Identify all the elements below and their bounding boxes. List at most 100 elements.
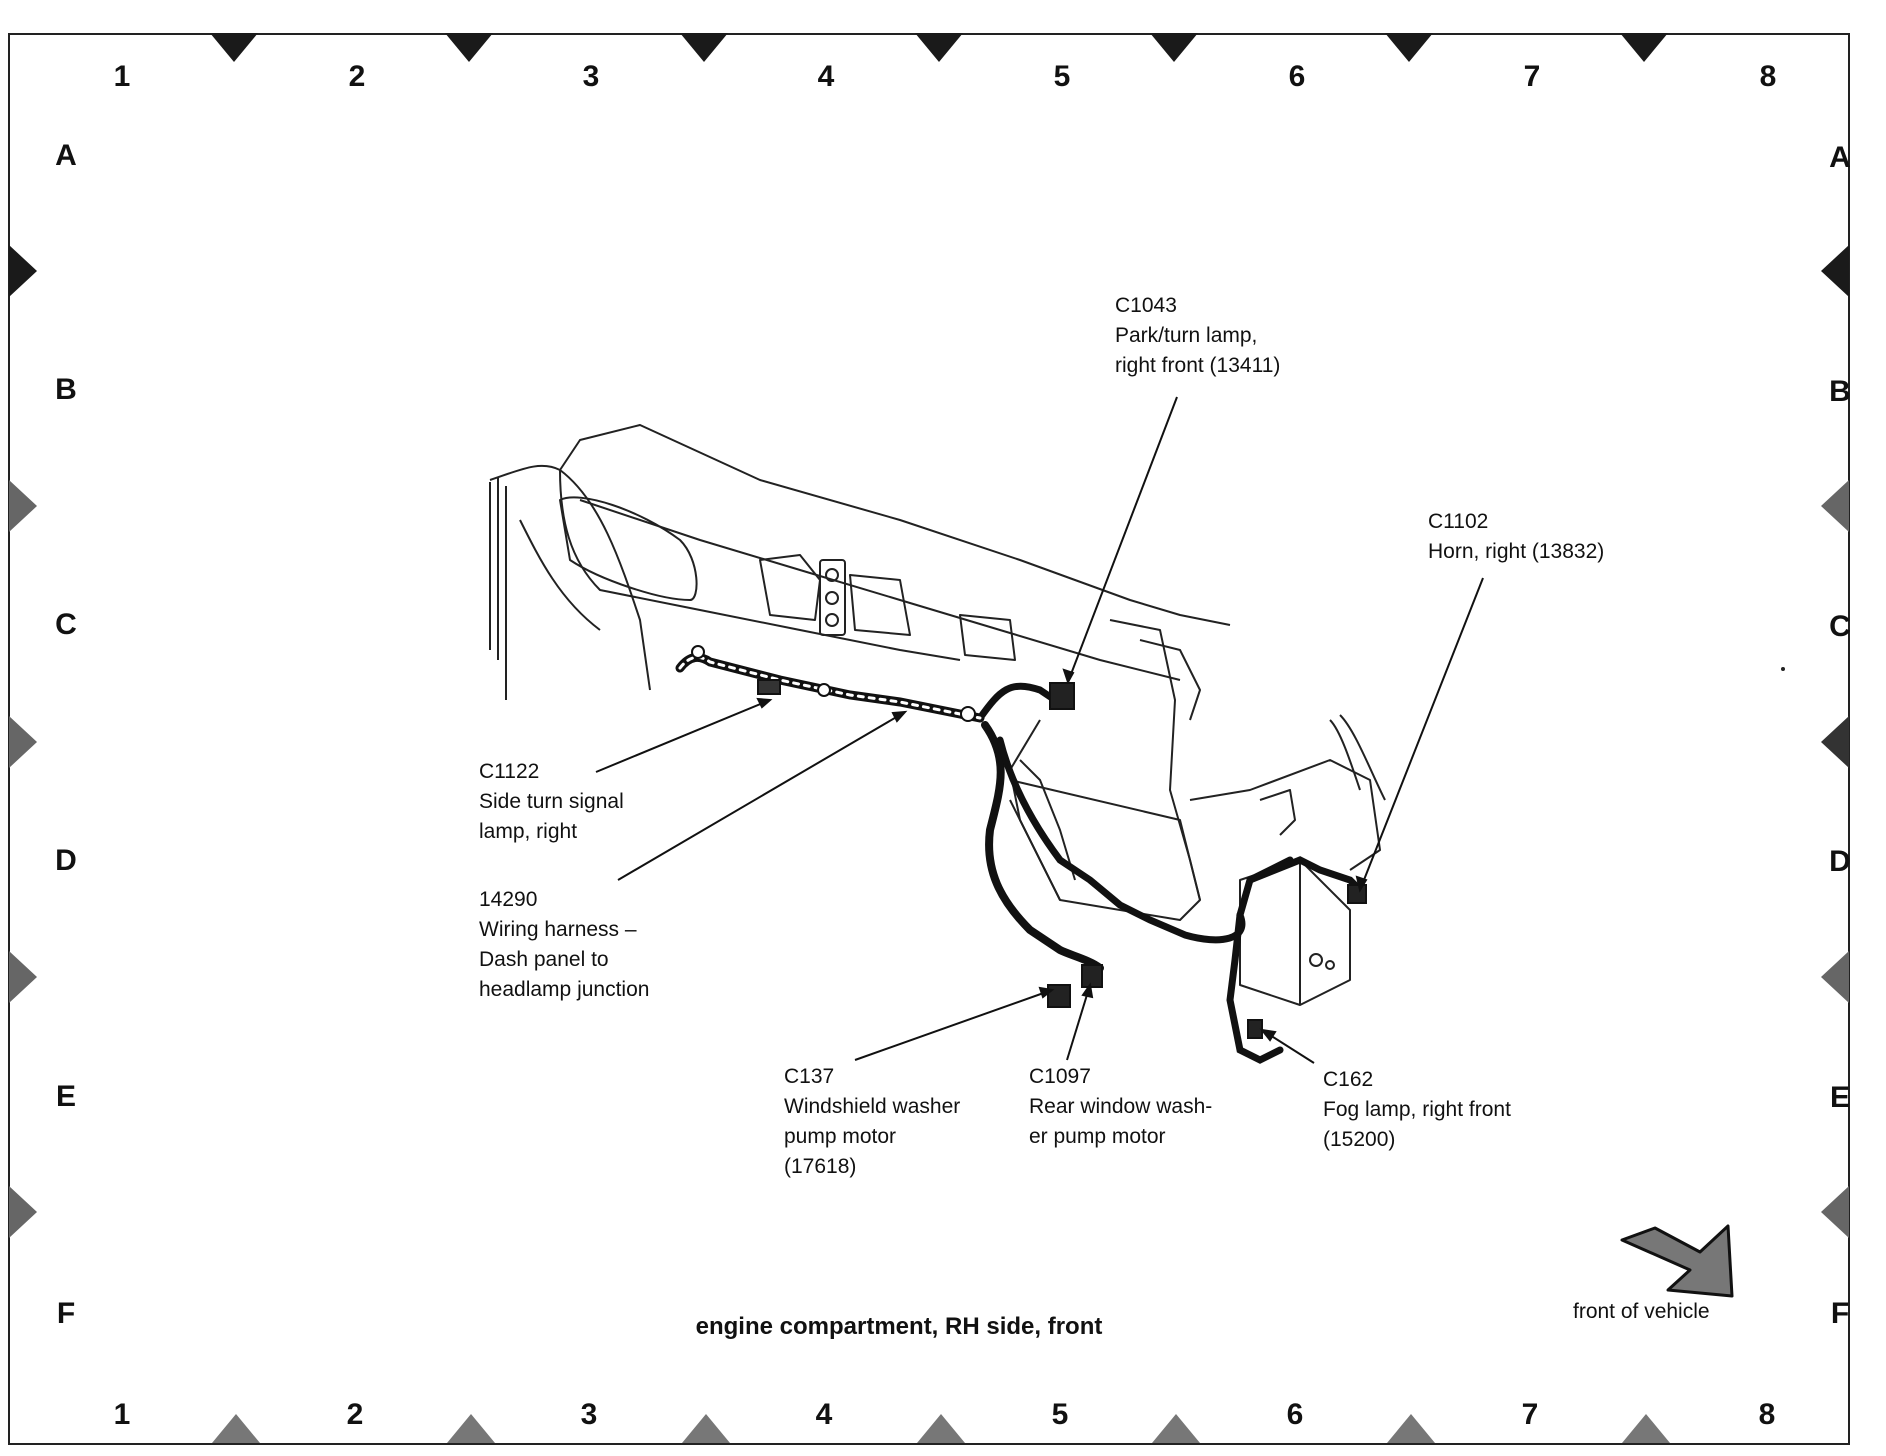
grid-col-bottom-2: 2 [346, 1398, 364, 1431]
grid-col-top-6: 6 [1288, 60, 1306, 93]
top-marker [1385, 33, 1433, 62]
callout-c137: C137 Windshield washer pump motor (17618… [784, 1062, 960, 1182]
grid-col-bottom-6: 6 [1286, 1398, 1304, 1431]
harness-branch-to-fog [1226, 911, 1284, 1064]
grid-row-right-D: D [1829, 845, 1851, 878]
support-bracket [1009, 779, 1201, 901]
harness-branch-to-washer [981, 721, 1104, 972]
c1122-arrowhead [756, 697, 773, 709]
callout-c162-text: Fog lamp, right front (15200) [1323, 1098, 1511, 1151]
callout-14290-text: Wiring harness – Dash panel to headlamp … [479, 918, 650, 1001]
c162-arrowhead [1259, 1028, 1277, 1042]
bottom-marker [447, 1414, 495, 1443]
grid-row-left-D: D [55, 844, 77, 877]
c1097-connector [1081, 964, 1103, 988]
fender-apron-outline [489, 464, 651, 691]
harness-branch-to-c1097 [996, 736, 1294, 944]
top-marker [210, 33, 258, 62]
callout-c1122: C1122 Side turn signal lamp, right [479, 757, 624, 847]
front-of-vehicle-arrow-icon [1620, 1224, 1734, 1298]
connectors [691, 645, 1367, 1039]
bottom-marker [1387, 1414, 1435, 1443]
bottom-marker [917, 1414, 965, 1443]
slot-right [849, 574, 911, 636]
left-marker [9, 716, 37, 768]
grid-col-bottom-4: 4 [815, 1398, 833, 1431]
callout-c137-text: Windshield washer pump motor (17618) [784, 1095, 961, 1178]
slot-lower [959, 614, 1016, 661]
c1122-leader [595, 699, 771, 773]
wiring-harness-14290 [675, 652, 1364, 1064]
radiator-support [1009, 619, 1201, 921]
right-grid-markers [1821, 245, 1849, 1238]
right-marker [1821, 951, 1849, 1003]
grid-col-top-8: 8 [1759, 60, 1777, 93]
diagram-title: engine compartment, RH side, front [695, 1313, 1103, 1340]
callout-c1102-text: Horn, right (13832) [1428, 540, 1605, 563]
c1102-leader [1359, 577, 1484, 891]
callout-c1122-text: Side turn signal lamp, right [479, 790, 624, 843]
cowl-top [559, 424, 1231, 626]
harness-branch-to-horn [1246, 856, 1364, 894]
front-of-vehicle-label: front of vehicle [1573, 1300, 1710, 1323]
h14290-arrowhead [891, 710, 908, 723]
headlamp-area [1189, 759, 1381, 871]
callout-14290: 14290 Wiring harness – Dash panel to hea… [479, 885, 649, 1005]
grid-row-left-B: B [55, 373, 77, 406]
top-marker [1150, 33, 1198, 62]
grid-col-top-1: 1 [113, 60, 131, 93]
wheel-house-curve [1329, 714, 1386, 801]
fog-box-hole [1309, 953, 1323, 967]
inner-fender-panel [559, 469, 961, 661]
grid-row-left-C: C [55, 608, 77, 641]
grid-col-bottom-5: 5 [1051, 1398, 1069, 1431]
slot-mid [759, 554, 821, 621]
c137-connector [1047, 984, 1071, 1008]
c1043-leader [1067, 396, 1178, 683]
callout-c162: C162 Fog lamp, right front (15200) [1323, 1065, 1511, 1155]
bottom-marker [1622, 1414, 1670, 1443]
left-marker [9, 1186, 37, 1238]
c1097-leader [1066, 984, 1091, 1061]
grid-col-bottom-8: 8 [1758, 1398, 1776, 1431]
callout-c1097-id: C1097 [1029, 1065, 1091, 1088]
slot-left [559, 496, 698, 601]
grid-col-top-3: 3 [582, 60, 600, 93]
c1097-arrowhead [1081, 982, 1094, 999]
grid-col-bottom-3: 3 [580, 1398, 598, 1431]
left-body-edge [489, 478, 601, 700]
mounting-clip [960, 706, 976, 722]
grid-row-right-E: E [1829, 1081, 1850, 1114]
stray-dot [1781, 667, 1785, 671]
grid-row-right-B: B [1829, 375, 1851, 408]
top-marker [915, 33, 963, 62]
c162-connector [1247, 1019, 1263, 1039]
left-grid-markers [9, 245, 37, 1238]
c1043-connector [1049, 682, 1075, 710]
grid-row-right-F: F [1830, 1297, 1850, 1330]
right-marker [1821, 716, 1849, 768]
bracket-hole [825, 613, 839, 627]
fog-box-hole [1325, 960, 1335, 970]
callout-c1043-text: Park/turn lamp, right front (13411) [1115, 324, 1281, 377]
c1102-connector [1347, 884, 1367, 904]
callout-c1102: C1102 Horn, right (13832) [1428, 507, 1604, 567]
left-marker [9, 245, 37, 297]
callout-c1097: C1097 Rear window wash- er pump motor [1029, 1062, 1212, 1152]
grid-col-top-7: 7 [1523, 60, 1541, 93]
horn-bracket [1259, 789, 1296, 836]
grid-col-top-2: 2 [348, 60, 366, 93]
mounting-clip [691, 645, 705, 659]
bottom-marker [682, 1414, 730, 1443]
bracket-hole [825, 591, 839, 605]
top-marker [680, 33, 728, 62]
callout-c162-id: C162 [1323, 1068, 1374, 1091]
callout-c1097-text: Rear window wash- er pump motor [1029, 1095, 1213, 1148]
vehicle-body-illustration [489, 424, 1386, 1006]
bracket-hole [825, 568, 839, 582]
grid-col-top-4: 4 [817, 60, 835, 93]
front-arrow-shape [1620, 1224, 1734, 1298]
grid-row-left-A: A [55, 139, 77, 172]
